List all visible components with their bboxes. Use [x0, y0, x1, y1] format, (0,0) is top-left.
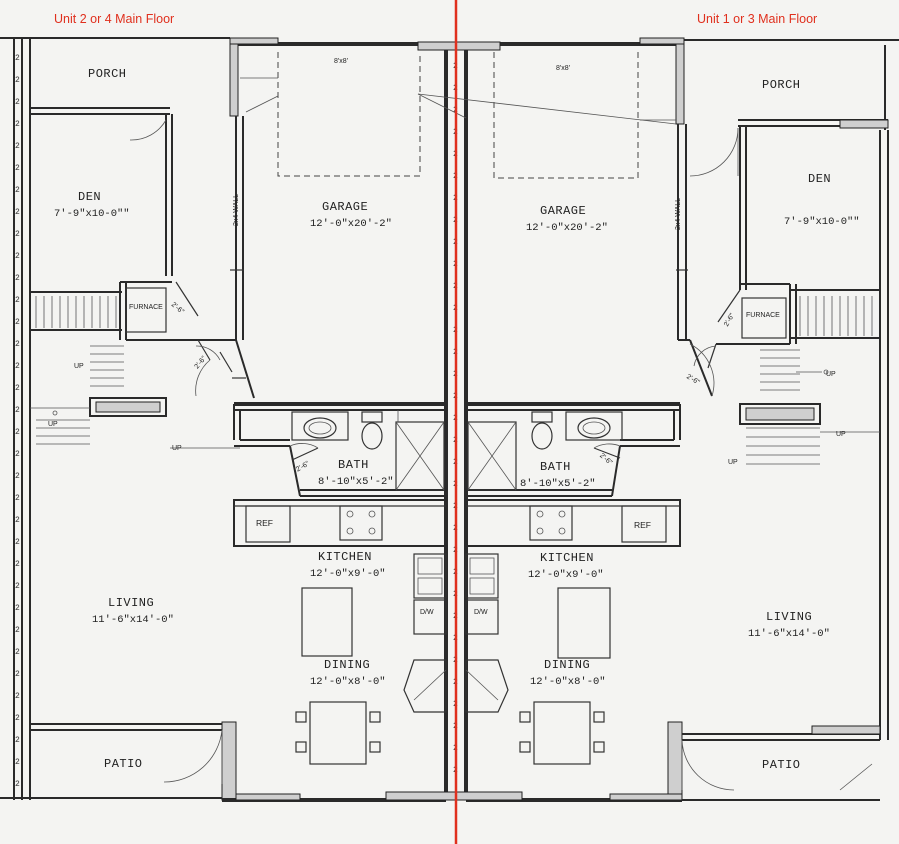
left-living-size: 11'-6"x14'-0" [92, 614, 174, 626]
stud-mark: 2 [15, 340, 20, 349]
right-living-label: LIVING [766, 610, 812, 624]
stud-mark: 2 [15, 54, 20, 63]
stud-mark: 2 [15, 714, 20, 723]
stud-mark: 2 [15, 560, 20, 569]
left-bath-label: BATH [338, 458, 369, 472]
left-furnace-label: FURNACE [129, 304, 163, 311]
left-den-size: 7'-9"x10-0"" [54, 208, 130, 220]
left-dining-label: DINING [324, 658, 370, 672]
stud-mark: 2 [15, 406, 20, 415]
left-door-note-2: 2'-6" [194, 355, 209, 371]
right-up-label-1: UP [826, 371, 836, 378]
left-up-label-1: UP [74, 363, 84, 370]
right-dining-label: DINING [544, 658, 590, 672]
stud-mark: 2 [15, 428, 20, 437]
misc-marks [30, 269, 880, 449]
stud-mark: 2 [15, 76, 20, 85]
stud-mark: 2 [15, 450, 20, 459]
stud-mark: 2 [15, 362, 20, 371]
left-garage-size: 12'-0"x20'-2" [310, 218, 392, 230]
stud-mark: 2 [15, 626, 20, 635]
left-up-label-2: UP [48, 421, 58, 428]
stud-mark: 2 [15, 648, 20, 657]
right-kitchen-size: 12'-0"x9'-0" [528, 569, 604, 581]
bath-fixtures [291, 410, 623, 491]
walls [0, 37, 899, 802]
stud-mark: 2 [15, 384, 20, 393]
right-bath-size: 8'-10"x5'-2" [520, 478, 596, 490]
right-furnace-box [741, 297, 787, 339]
right-patio-label: PATIO [762, 758, 801, 772]
right-door-note-2: 2'-6" [685, 373, 701, 386]
stud-mark: 2 [15, 538, 20, 547]
stud-mark: 2 [15, 582, 20, 591]
stud-mark: 2 [15, 296, 20, 305]
left-porch-label: PORCH [88, 67, 127, 81]
right-furnace-label: FURNACE [746, 312, 780, 319]
right-unit-label: Unit 1 or 3 Main Floor [697, 12, 817, 26]
stud-mark: 2 [15, 604, 20, 613]
stud-mark: 2 [15, 736, 20, 745]
right-dining-size: 12'-0"x8'-0" [530, 676, 606, 688]
right-door-8: 8'x8' [556, 65, 570, 72]
stud-mark: 2 [15, 142, 20, 151]
right-bath-label: BATH [540, 460, 571, 474]
right-door-note-1: 2'-6" [723, 312, 736, 328]
stud-mark: 2 [15, 780, 20, 789]
right-wall-note: 2x4 WALL [675, 198, 682, 230]
stud-mark: 2 [15, 208, 20, 217]
left-furnace-box [125, 287, 167, 333]
right-den-size: 7'-9"x10-0"" [784, 216, 860, 228]
kitchen-fixtures [245, 505, 667, 713]
dining-tables [295, 701, 605, 765]
left-ref-label: REF [256, 518, 273, 528]
stud-mark: 2 [15, 494, 20, 503]
stud-mark: 2 [15, 692, 20, 701]
door-swings [129, 119, 873, 791]
stud-mark: 2 [15, 186, 20, 195]
garage-door-openings [240, 52, 677, 179]
left-living-label: LIVING [108, 596, 154, 610]
left-dw-label: D/W [420, 609, 434, 616]
right-up-label-2: UP [836, 431, 846, 438]
left-dining-size: 12'-0"x8'-0" [310, 676, 386, 688]
left-door-note-1: 2'-6" [170, 301, 186, 316]
right-dw-label: D/W [474, 609, 488, 616]
left-unit-labels: PORCH DEN 7'-9"x10-0"" FURNACE GARAGE 12… [48, 58, 434, 771]
right-den-label: DEN [808, 172, 831, 186]
stud-mark: 2 [15, 318, 20, 327]
stud-mark: 2 [15, 164, 20, 173]
stairs [35, 296, 873, 465]
left-bath-size: 8'-10"x5'-2" [318, 476, 394, 488]
right-up-label-3: UP [728, 459, 738, 466]
left-den-label: DEN [78, 190, 101, 204]
right-ref-label: REF [634, 520, 651, 530]
left-kitchen-size: 12'-0"x9'-0" [310, 568, 386, 580]
right-garage-size: 12'-0"x20'-2" [526, 222, 608, 234]
stud-mark: 2 [15, 252, 20, 261]
stud-mark: 2 [15, 670, 20, 679]
right-porch-label: PORCH [762, 78, 801, 92]
stud-mark: 2 [15, 516, 20, 525]
left-unit-label: Unit 2 or 4 Main Floor [54, 12, 174, 26]
stud-mark: 2 [15, 120, 20, 129]
right-kitchen-label: KITCHEN [540, 551, 594, 565]
left-wall-note: 2x4 WALL [233, 194, 240, 226]
stud-mark: 2 [15, 98, 20, 107]
right-living-size: 11'-6"x14'-0" [748, 628, 830, 640]
right-garage-label: GARAGE [540, 204, 586, 218]
left-kitchen-label: KITCHEN [318, 550, 372, 564]
right-unit-labels: PORCH DEN 7'-9"x10-0"" FURNACE GARAGE 12… [474, 65, 860, 772]
left-door-8: 8'x8' [334, 58, 348, 65]
left-door-note-3: 2'-6" [295, 460, 311, 473]
left-up-label-3: UP [172, 445, 182, 452]
stud-mark: 2 [15, 230, 20, 239]
stud-mark: 2 [15, 758, 20, 767]
stud-mark: 2 [15, 472, 20, 481]
left-garage-label: GARAGE [322, 200, 368, 214]
left-patio-label: PATIO [104, 757, 143, 771]
stud-mark: 2 [15, 274, 20, 283]
